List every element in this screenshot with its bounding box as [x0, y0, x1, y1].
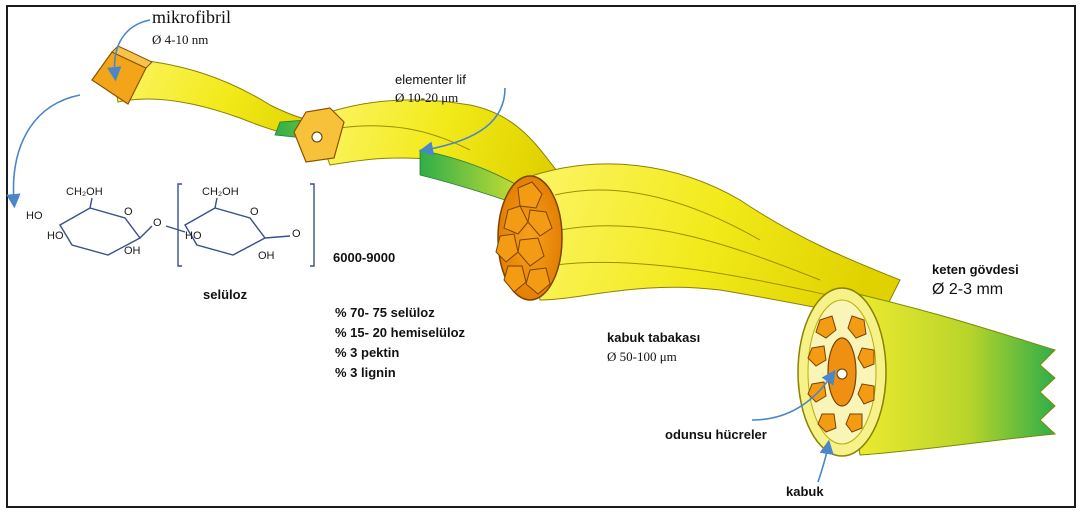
microfibril-label: mikrofibril — [152, 7, 231, 28]
molecule-oh-1: OH — [124, 245, 141, 257]
composition-list: % 70- 75 selüloz % 15- 20 hemiselüloz % … — [335, 303, 465, 383]
molecule-o-ring-2: O — [250, 206, 259, 218]
molecule-ho-3: HO — [185, 230, 202, 242]
microfibril-diameter: Ø 4-10 nm — [152, 32, 208, 48]
flax-stem-diameter: Ø 2-3 mm — [932, 281, 1003, 299]
molecule-ch2oh-right: CH₂OH — [202, 186, 239, 198]
molecule-o-bridge: O — [153, 217, 162, 229]
flax-stem-label: keten gövdesi — [932, 262, 1019, 277]
cellulose-label: selüloz — [203, 287, 247, 302]
molecule-ho-1: HO — [26, 210, 43, 222]
bark-layer-label: kabuk tabakası — [607, 330, 700, 345]
composition-cellulose: % 70- 75 selüloz — [335, 303, 465, 323]
elementary-fiber-diameter: Ø 10-20 μm — [395, 90, 458, 106]
composition-lignin: % 3 lignin — [335, 363, 465, 383]
molecule-o-end: O — [292, 228, 301, 240]
molecule-ch2oh-left: CH₂OH — [66, 186, 103, 198]
arrow-bark — [818, 446, 828, 482]
bark-label: kabuk — [786, 484, 824, 499]
elementary-fiber-label: elementer lif — [395, 72, 466, 87]
woody-cells-label: odunsu hücreler — [665, 427, 767, 442]
molecule-ho-2: HO — [47, 230, 64, 242]
molecule-o-ring-1: O — [124, 206, 133, 218]
composition-pectin: % 3 pektin — [335, 343, 465, 363]
polymerization-degree: 6000-9000 — [333, 250, 395, 265]
composition-hemicellulose: % 15- 20 hemiselüloz — [335, 323, 465, 343]
bark-layer-diameter: Ø 50-100 μm — [607, 349, 677, 365]
flax-stem — [798, 288, 1055, 456]
molecule-oh-2: OH — [258, 250, 275, 262]
